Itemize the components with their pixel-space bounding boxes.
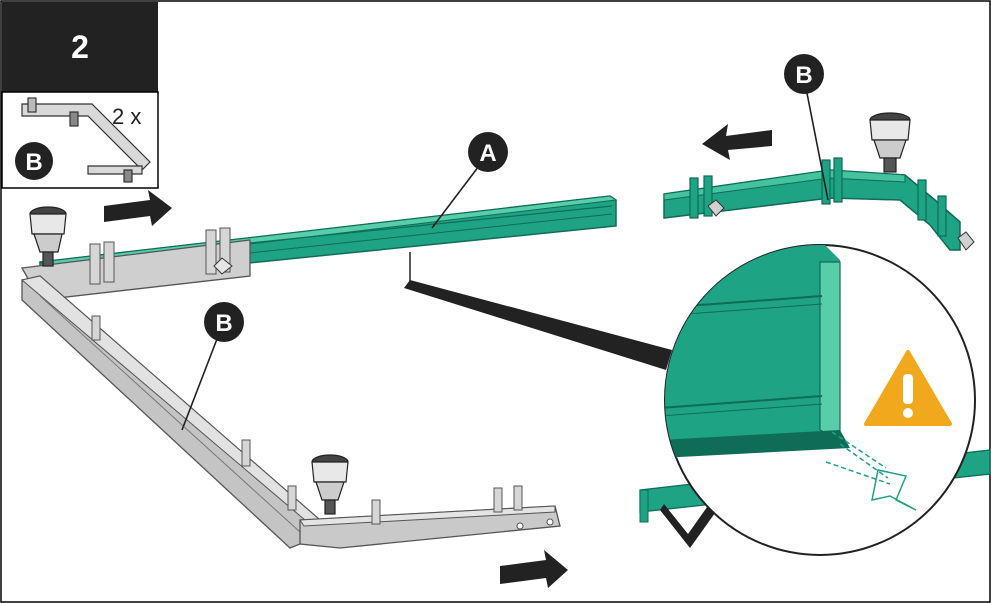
warning-triangle-icon [864,350,952,426]
adjustable-foot-bottom [311,454,349,515]
callout-b-left: B [181,302,244,431]
green-profile-b-top [663,157,975,251]
magnifier-detail [664,244,976,556]
callout-a-label: A [479,140,496,167]
magnifier-pointer-bottom [660,500,720,548]
part-b-badge-label: B [25,149,42,176]
arrow-icon-right-bottom [500,550,568,588]
arrow-icon-right-top [104,190,172,226]
part-thumbnail [21,97,151,183]
arrow-icon-left-top [702,124,772,160]
step-header [2,2,158,92]
callout-b-top-right-label: B [795,62,812,89]
callout-b-left-label: B [215,310,232,337]
step-number: 2 [71,29,89,65]
quantity-label: 2 x [112,104,141,129]
adjustable-foot-top-right [869,112,911,173]
step-panel: 2 2 x B [1,2,159,189]
part-b-badge [15,142,53,180]
magnifier-pointer-wedge [404,280,672,370]
callout-a: A [431,132,508,229]
callout-b-top-right: B [784,54,829,201]
grey-frame-b-left [20,227,561,549]
adjustable-foot-top-left [29,206,67,267]
